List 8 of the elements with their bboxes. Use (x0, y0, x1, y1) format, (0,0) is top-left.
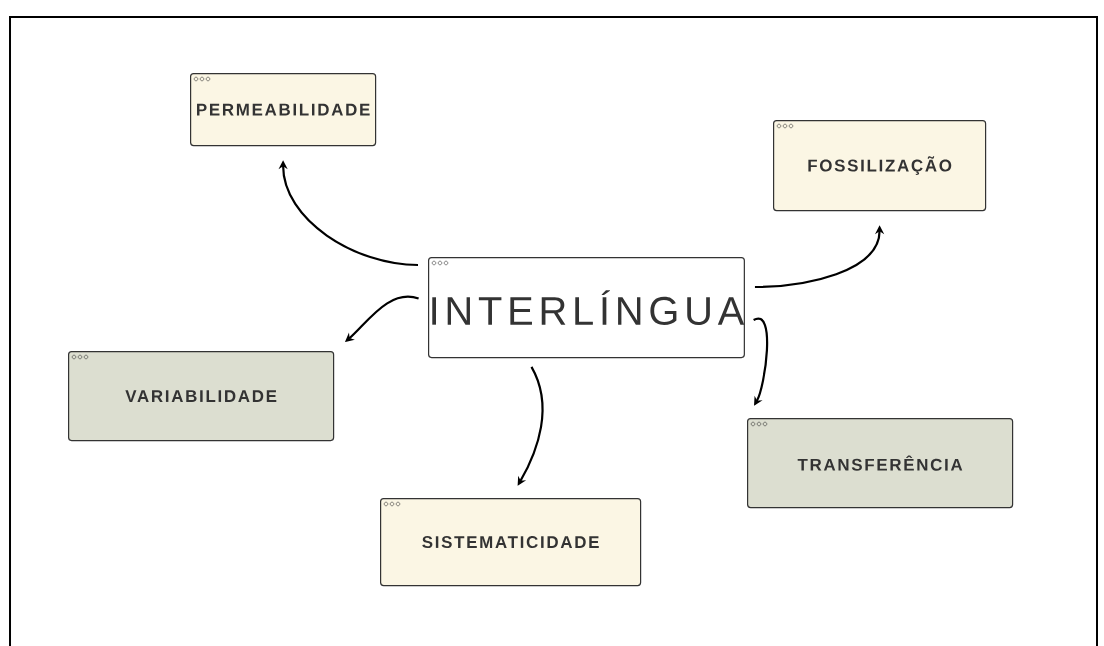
topic-box: VARIABILIDADE (68, 351, 335, 442)
topic-box: INTERLÍNGUA (428, 257, 745, 359)
curved-arrow (517, 366, 544, 486)
topic-box: SISTEMATICIDADE (380, 498, 642, 587)
topic-box: FOSSILIZAÇÃO (773, 120, 987, 212)
curved-arrow (753, 317, 769, 406)
topic-box: TRANSFERÊNCIA (747, 418, 1014, 509)
topic-box: PERMEABILIDADE (190, 73, 377, 147)
